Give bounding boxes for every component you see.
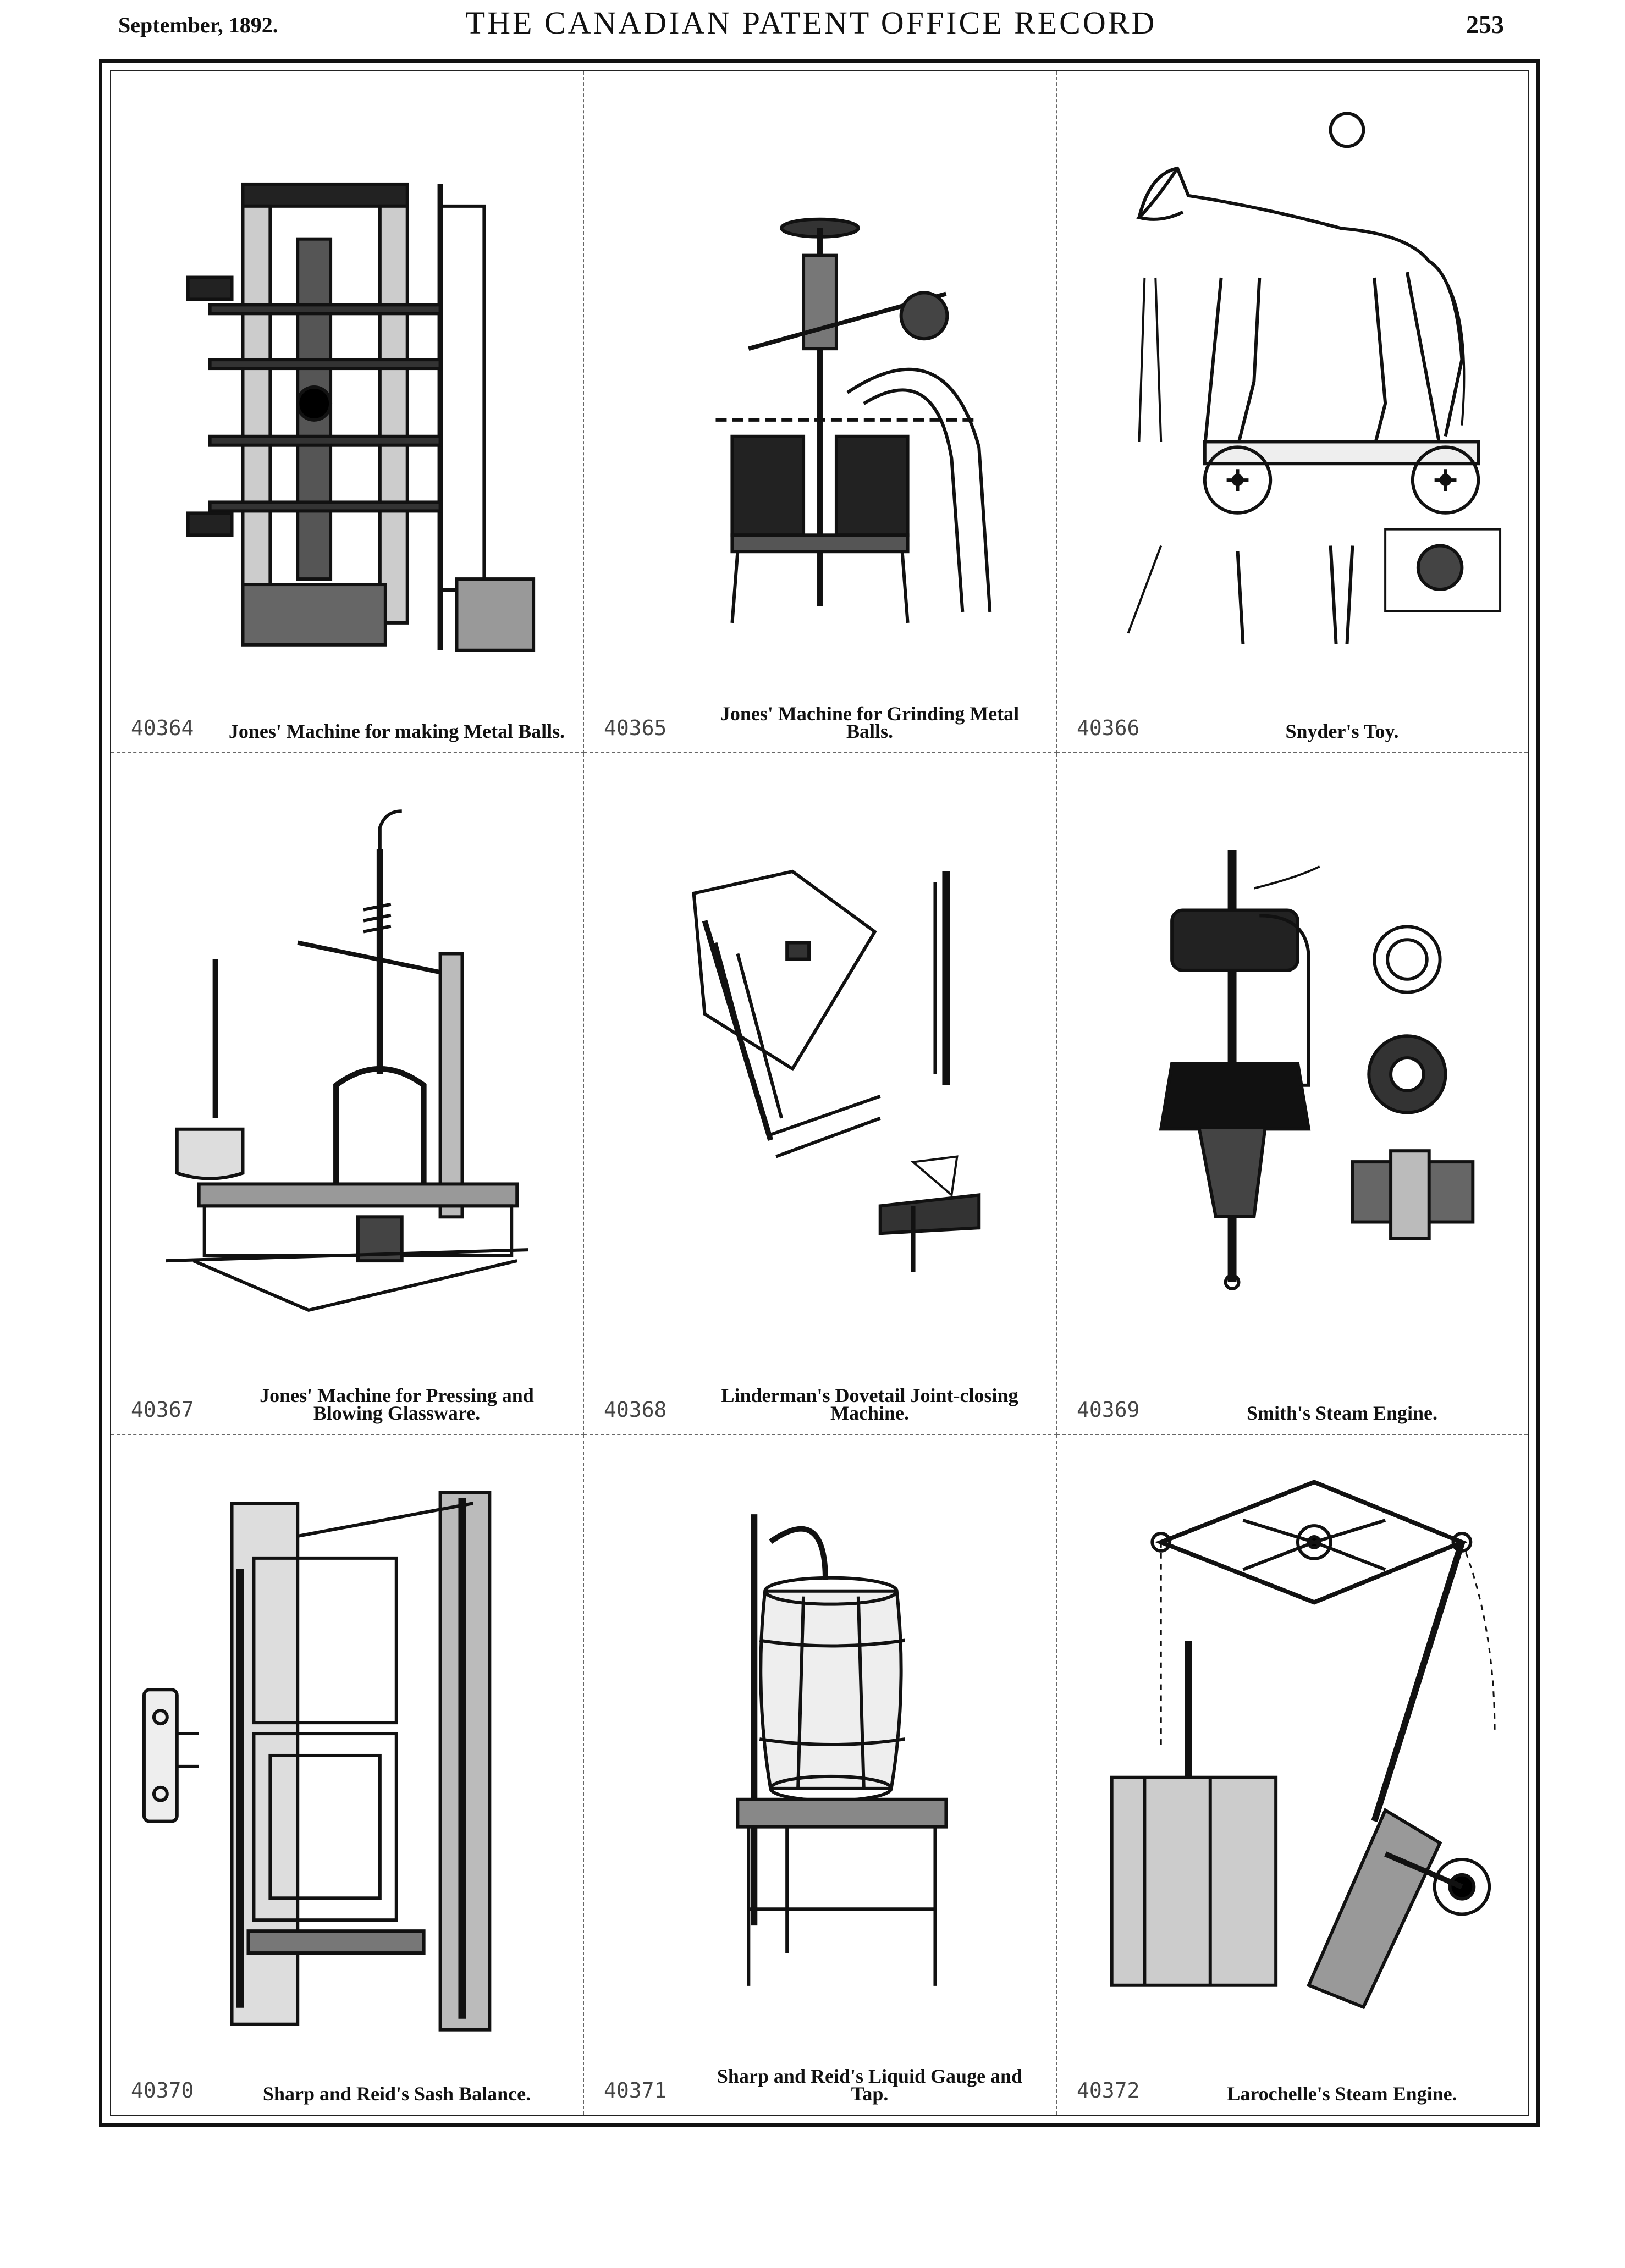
barrel-gauge-drawing <box>606 1457 1034 2038</box>
patent-number: 40367 <box>131 1398 194 1422</box>
patent-plate-inner-frame: 40364 Jones' Machine for making Metal Ba… <box>110 70 1529 2116</box>
patent-number: 40368 <box>604 1398 667 1422</box>
beam-engine-drawing <box>1079 1457 1506 2038</box>
patent-grid: 40364 Jones' Machine for making Metal Ba… <box>111 71 1528 2115</box>
steam-engine-drawing <box>1079 775 1506 1357</box>
patent-title: Jones' Machine for Grinding Metal Balls. <box>720 703 1020 742</box>
patent-caption: 40371 Sharp and Reid's Liquid Gauge and … <box>604 2055 1039 2105</box>
patent-title: Sharp and Reid's Liquid Gauge and Tap. <box>717 2065 1023 2105</box>
patent-caption: 40368 Linderman's Dovetail Joint-closing… <box>604 1375 1039 1424</box>
patent-caption: 40366 Snyder's Toy. <box>1077 693 1511 742</box>
patent-cell: 40372 Larochelle's Steam Engine. <box>1057 1435 1528 2115</box>
patent-number: 40371 <box>604 2078 667 2103</box>
patent-number: 40364 <box>131 716 194 740</box>
patent-caption: 40364 Jones' Machine for making Metal Ba… <box>131 693 566 742</box>
patent-cell: 40365 Jones' Machine for Grinding Metal … <box>584 71 1057 753</box>
toy-horse-drawing <box>1079 93 1506 675</box>
glassware-press-drawing <box>133 775 561 1357</box>
patent-caption: 40367 Jones' Machine for Pressing and Bl… <box>131 1375 566 1424</box>
patent-cell: 40368 Linderman's Dovetail Joint-closing… <box>584 753 1057 1435</box>
patent-cell: 40370 Sharp and Reid's Sash Balance. <box>111 1435 584 2115</box>
patent-number: 40369 <box>1077 1398 1140 1422</box>
patent-cell: 40366 Snyder's Toy. <box>1057 71 1528 753</box>
patent-caption: 40365 Jones' Machine for Grinding Metal … <box>604 693 1039 742</box>
patent-title: Jones' Machine for Pressing and Blowing … <box>260 1384 534 1424</box>
issue-date: September, 1892. <box>118 13 278 37</box>
page-header: September, 1892. THE CANADIAN PATENT OFF… <box>118 4 1504 48</box>
dovetail-machine-drawing <box>606 775 1034 1357</box>
patent-caption: 40372 Larochelle's Steam Engine. <box>1077 2055 1511 2105</box>
patent-number: 40372 <box>1077 2078 1140 2103</box>
patent-caption: 40370 Sharp and Reid's Sash Balance. <box>131 2055 566 2105</box>
patent-cell: 40369 Smith's Steam Engine. <box>1057 753 1528 1435</box>
patent-number: 40366 <box>1077 716 1140 740</box>
metal-ball-machine-drawing <box>133 93 561 675</box>
patent-cell: 40364 Jones' Machine for making Metal Ba… <box>111 71 584 753</box>
patent-plate-frame: 40364 Jones' Machine for making Metal Ba… <box>99 59 1540 2127</box>
patent-number: 40365 <box>604 716 667 740</box>
patent-title: Larochelle's Steam Engine. <box>1227 2083 1457 2105</box>
patent-title: Jones' Machine for making Metal Balls. <box>228 720 565 742</box>
patent-title: Linderman's Dovetail Joint-closing Machi… <box>721 1384 1018 1424</box>
patent-cell: 40367 Jones' Machine for Pressing and Bl… <box>111 753 584 1435</box>
grinding-machine-drawing <box>606 93 1034 675</box>
patent-title: Sharp and Reid's Sash Balance. <box>262 2083 531 2105</box>
patent-cell: 40371 Sharp and Reid's Liquid Gauge and … <box>584 1435 1057 2115</box>
patent-number: 40370 <box>131 2078 194 2103</box>
patent-title: Snyder's Toy. <box>1285 720 1399 742</box>
patent-caption: 40369 Smith's Steam Engine. <box>1077 1375 1511 1424</box>
patent-title: Smith's Steam Engine. <box>1246 1402 1438 1424</box>
page-number: 253 <box>1466 10 1504 38</box>
sash-balance-drawing <box>133 1457 561 2038</box>
publication-title: THE CANADIAN PATENT OFFICE RECORD <box>465 5 1157 41</box>
